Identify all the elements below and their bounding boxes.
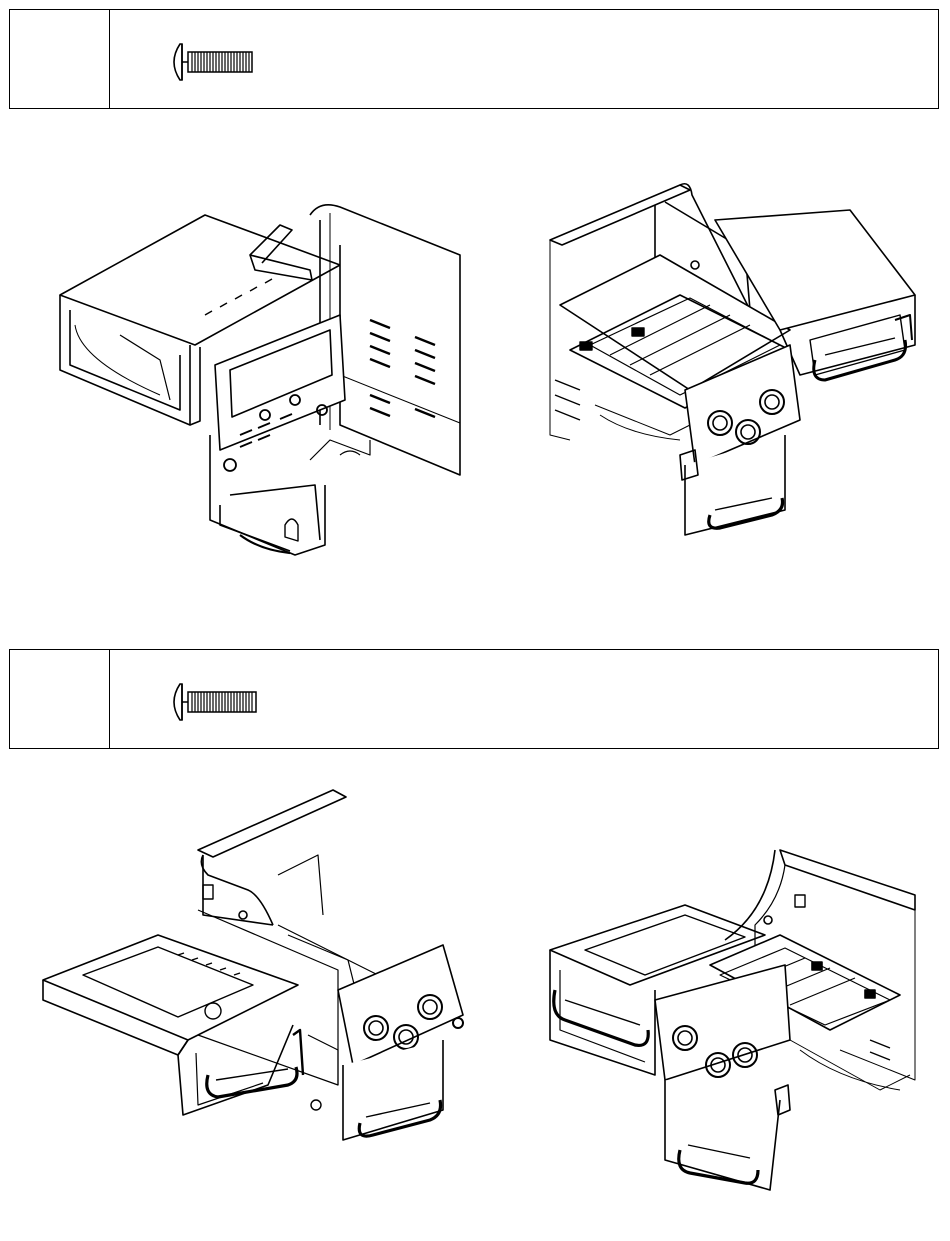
grill-cart-with-side-shelf-attached: [540, 180, 930, 550]
bolt-icon: [166, 40, 266, 84]
grill-side-shelf-left-assembly: [38, 785, 478, 1160]
grill-side-shelf-bracket-assembly: [40, 185, 480, 575]
grill-complete-side-shelf-left-view: [540, 840, 920, 1200]
quantity-cell-2: [10, 650, 110, 748]
hardware-part-area-2: [110, 650, 938, 748]
bolt-icon: [166, 680, 270, 724]
hardware-box-2: [9, 649, 939, 749]
hardware-box-1: [9, 9, 939, 109]
quantity-cell-1: [10, 10, 110, 108]
hardware-part-area-1: [110, 10, 938, 108]
